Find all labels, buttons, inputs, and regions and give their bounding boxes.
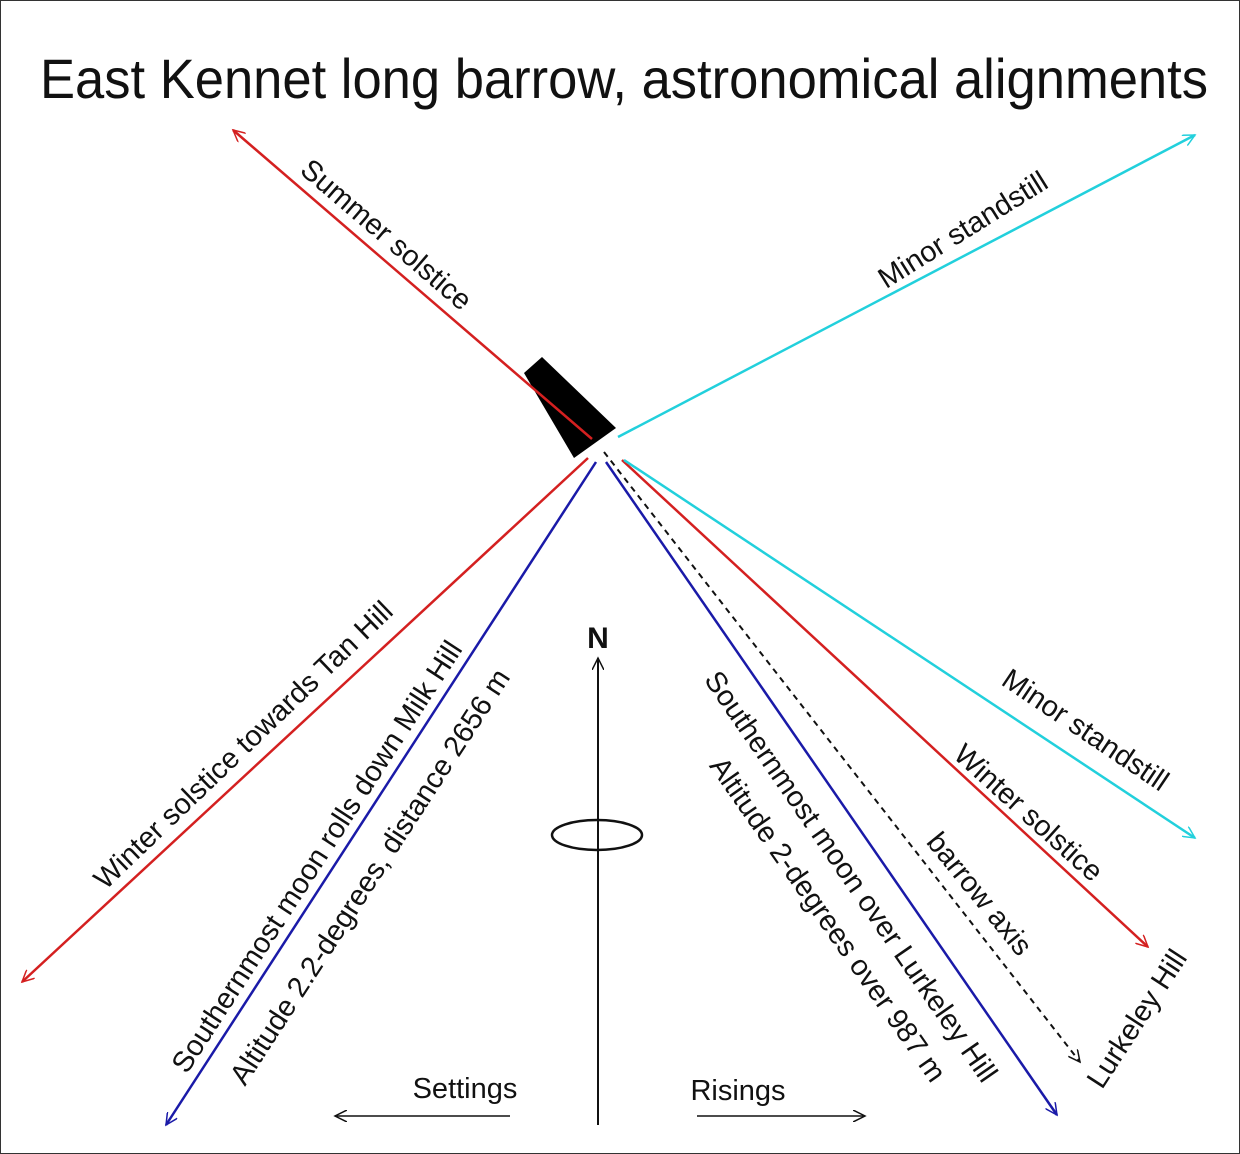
lurkeley-moon-line: [604, 461, 1059, 1115]
settings-label: Settings: [413, 1073, 518, 1105]
north-label: N: [587, 622, 609, 655]
minor-standstill-ne-line: [617, 133, 1195, 439]
barrow-shape: [524, 357, 616, 458]
winter-solstice-se-line: [621, 459, 1148, 947]
summer-solstice-line: [233, 130, 593, 440]
barrow-axis-line: [603, 451, 1080, 1062]
minor-standstill-se-line: [623, 458, 1195, 840]
risings-label: Risings: [690, 1075, 785, 1107]
winter-solstice-tan-hill-line: [22, 457, 589, 982]
compass-ring: [550, 818, 644, 852]
diagram-title: East Kennet long barrow, astronomical al…: [40, 47, 1208, 110]
milk-hill-moon-line: [164, 461, 598, 1125]
